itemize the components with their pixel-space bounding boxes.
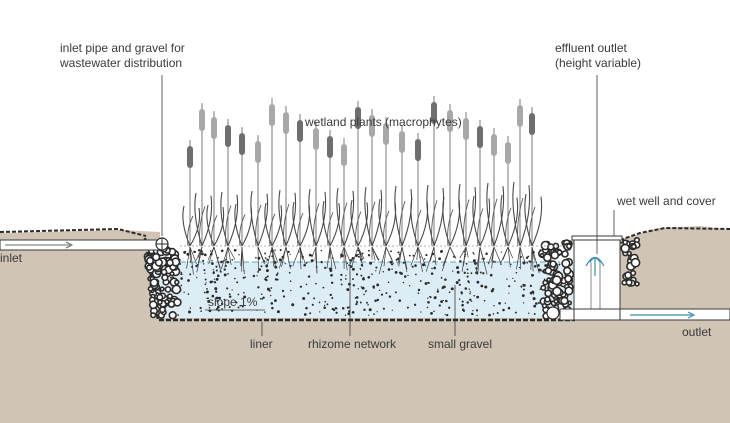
label-wetland-plants: wetland plants (macrophytes): [304, 115, 462, 129]
overflow-flow-icon: [585, 257, 605, 276]
coarse-gravel-outlet-zone: [537, 239, 575, 320]
coarse-gravel-inlet-zone: [143, 243, 182, 320]
label-inlet: inlet: [0, 251, 23, 265]
label-small-gravel: small gravel: [428, 337, 492, 351]
outlet-arrowhead-icon: [687, 311, 696, 319]
top-liner-left: [0, 227, 147, 237]
label-wet-well: wet well and cover: [616, 194, 716, 208]
wetland-plants: [180, 96, 565, 275]
top-liner-right: [619, 226, 730, 241]
label-outlet: outlet: [682, 325, 712, 339]
inlet-arrowhead-icon: [65, 241, 74, 249]
label-liner: liner: [250, 337, 273, 351]
label-inlet-pipe-line2: wastewater distribution: [59, 56, 182, 70]
label-effluent-line2: (height variable): [555, 56, 641, 70]
label-inlet-pipe-line1: inlet pipe and gravel for: [60, 41, 185, 55]
outlet-drain-circle: [546, 306, 560, 320]
label-effluent-line1: effluent outlet: [555, 41, 628, 55]
liner: [143, 237, 575, 322]
soil-ground: [0, 226, 730, 423]
label-slope: slope 1%: [208, 295, 258, 309]
saturated-water-zone: [150, 262, 575, 318]
label-rhizome: rhizome network: [308, 337, 397, 351]
coarse-gravel-well-zone: [618, 237, 641, 287]
